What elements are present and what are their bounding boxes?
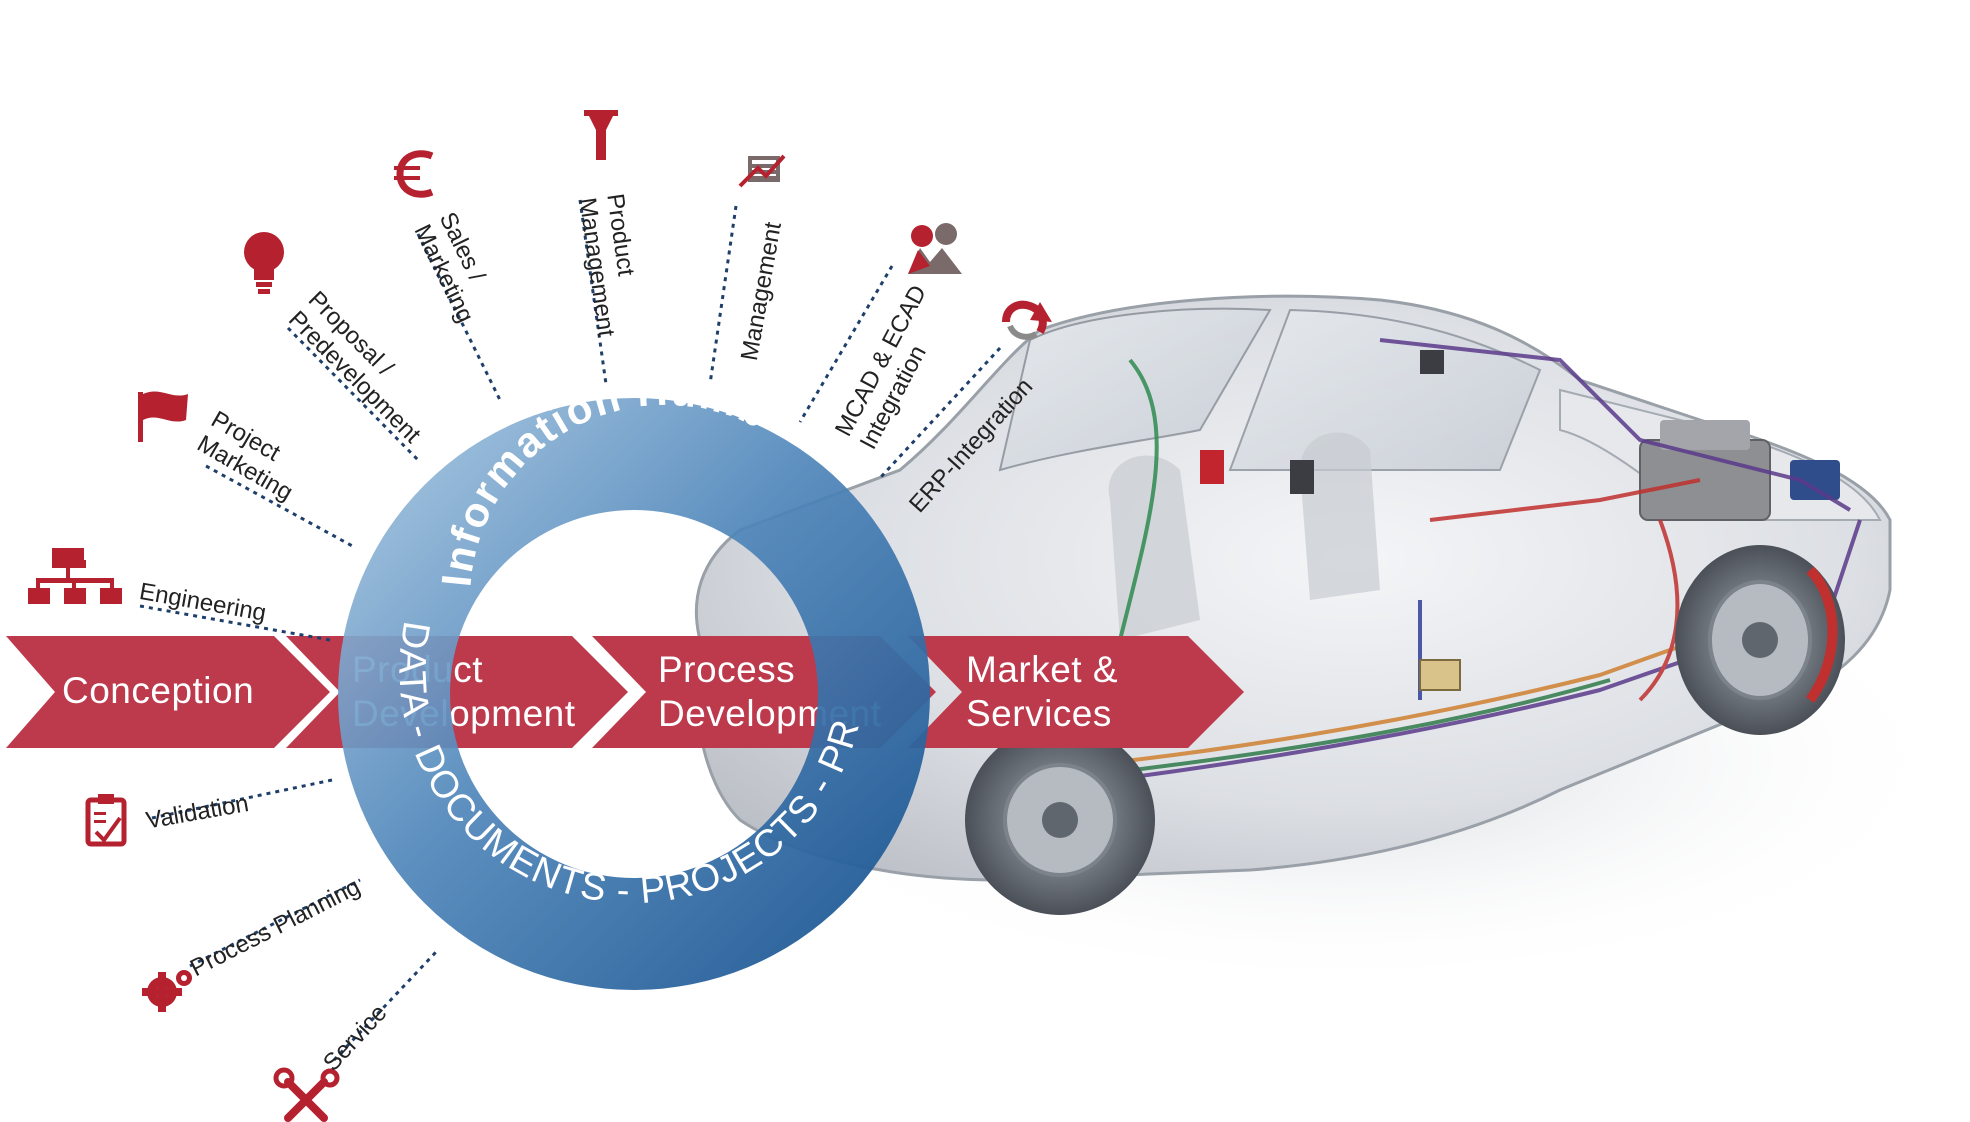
connector-mcad bbox=[798, 265, 894, 423]
connector-validation bbox=[151, 778, 333, 820]
lightbulb-icon bbox=[244, 232, 284, 294]
hub-ring-shape bbox=[338, 398, 930, 990]
car-windshield bbox=[998, 307, 1272, 472]
flag-icon bbox=[138, 391, 188, 442]
connector-project-marketing bbox=[205, 464, 357, 550]
funnel-icon bbox=[584, 110, 618, 160]
connector-product-management bbox=[578, 199, 608, 385]
connector-sales bbox=[416, 233, 502, 401]
connector-proposal bbox=[286, 326, 422, 464]
phase-label-market-services: Market &Services bbox=[966, 649, 1119, 734]
connector-management bbox=[708, 205, 738, 385]
phase-label-conception: Conception bbox=[62, 670, 255, 711]
tools-icon bbox=[273, 1067, 340, 1122]
people-icon bbox=[908, 223, 962, 274]
refresh-icon bbox=[1002, 300, 1052, 340]
phase-arrow-market-services bbox=[908, 636, 1244, 748]
connector-erp bbox=[878, 346, 1002, 480]
connector-service bbox=[332, 950, 438, 1062]
org-chart-icon bbox=[28, 548, 122, 604]
phase-arrow-conception bbox=[6, 636, 330, 748]
gears-icon bbox=[142, 970, 192, 1012]
euro-icon bbox=[394, 150, 434, 198]
chart-icon bbox=[738, 154, 786, 188]
clipboard-check-icon bbox=[85, 794, 127, 847]
